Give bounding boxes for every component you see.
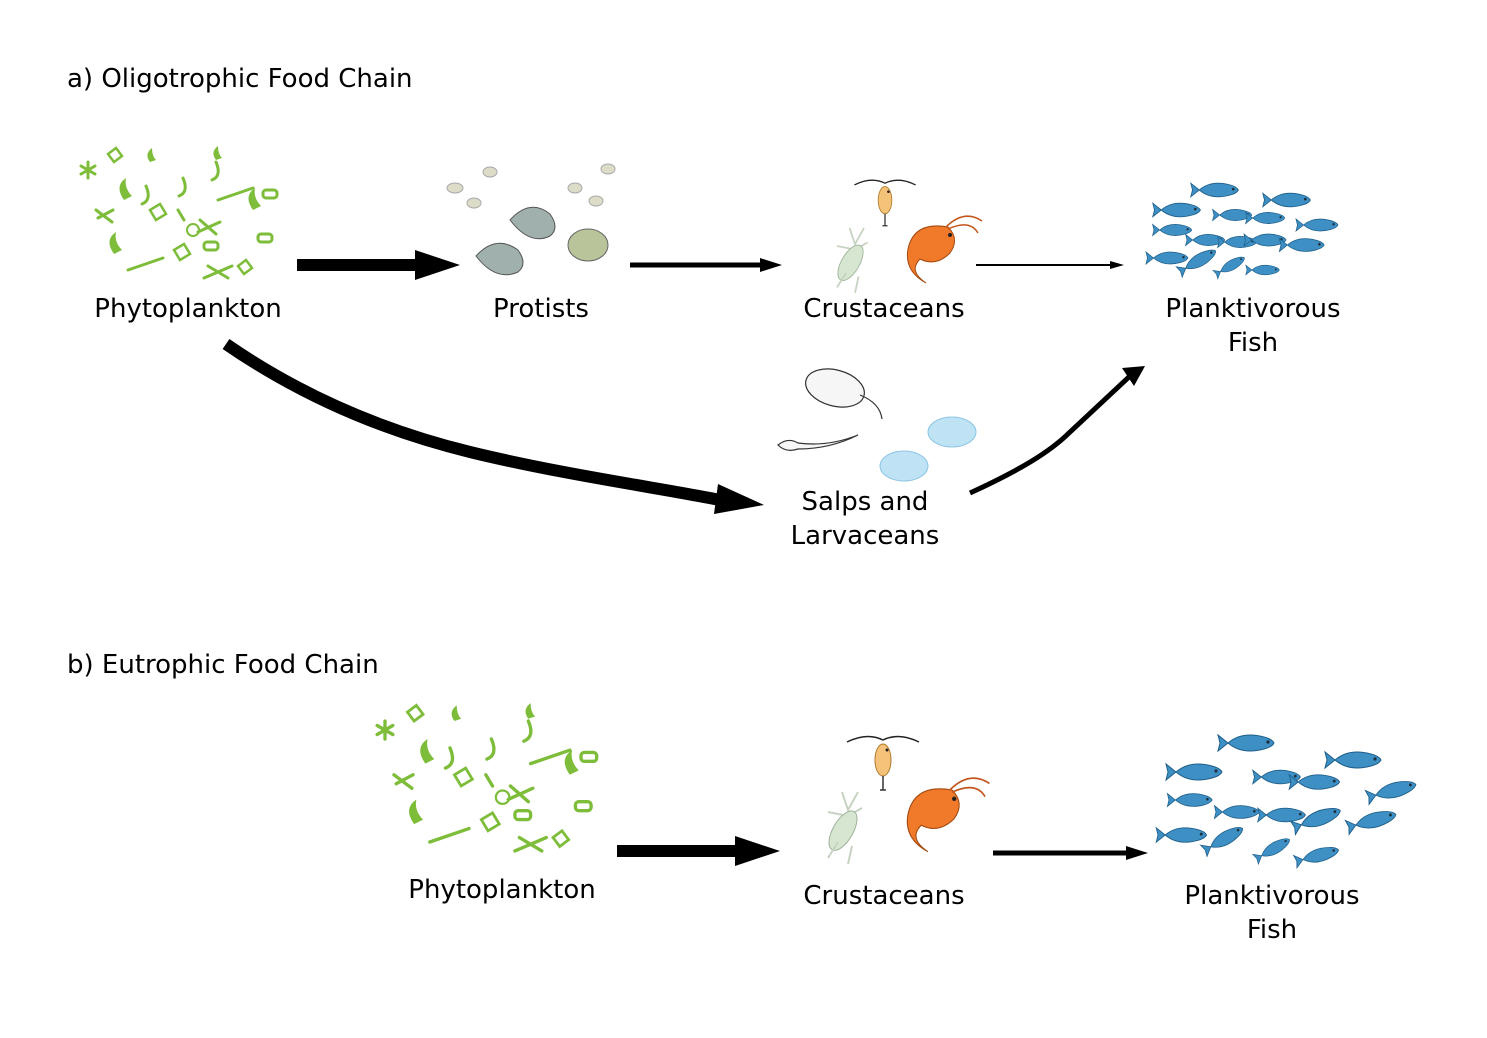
arrow-protists-to-crustaceans-head [760, 258, 782, 272]
salps-larvaceans-illustration [777, 368, 977, 482]
label-phytoplankton-b: Phytoplankton [408, 875, 596, 905]
label-planktivorous-fish-a: Planktivorous Fish [1165, 294, 1341, 358]
phytoplankton-illustration-b [375, 701, 599, 853]
crustaceans-illustration-b [822, 735, 991, 865]
label-planktivorous-fish-b: Planktivorous Fish [1184, 881, 1360, 945]
fish-school-b [1155, 734, 1419, 869]
arrows-panel-a [222, 250, 1145, 514]
fish-school-a [1145, 182, 1339, 280]
arrow-phytoplankton-to-salps-head [714, 484, 764, 514]
label-salps-larvaceans: Salps and Larvaceans [790, 487, 940, 551]
arrow-phytoplankton-to-salps [222, 339, 722, 506]
panel-b-title: b) Eutrophic Food Chain [67, 650, 379, 680]
phytoplankton-illustration-a [79, 144, 279, 280]
label-phytoplankton-a: Phytoplankton [94, 294, 282, 324]
label-crustaceans-a: Crustaceans [803, 294, 965, 324]
arrow-b-phytoplankton-to-crustaceans-head [735, 836, 780, 866]
arrow-crustaceans-to-fish-head [1110, 261, 1124, 269]
arrow-salps-to-fish-head [1122, 366, 1145, 386]
label-protists: Protists [493, 294, 589, 324]
protists-illustration [446, 163, 616, 276]
arrow-phytoplankton-to-protists-head [415, 250, 460, 280]
crustaceans-illustration-a [831, 179, 983, 294]
arrows-panel-b [617, 836, 1148, 866]
arrow-b-crustaceans-to-fish-head [1126, 846, 1148, 860]
arrow-salps-to-fish [968, 374, 1132, 496]
panel-a-title: a) Oligotrophic Food Chain [67, 64, 413, 94]
label-crustaceans-b: Crustaceans [803, 881, 965, 911]
